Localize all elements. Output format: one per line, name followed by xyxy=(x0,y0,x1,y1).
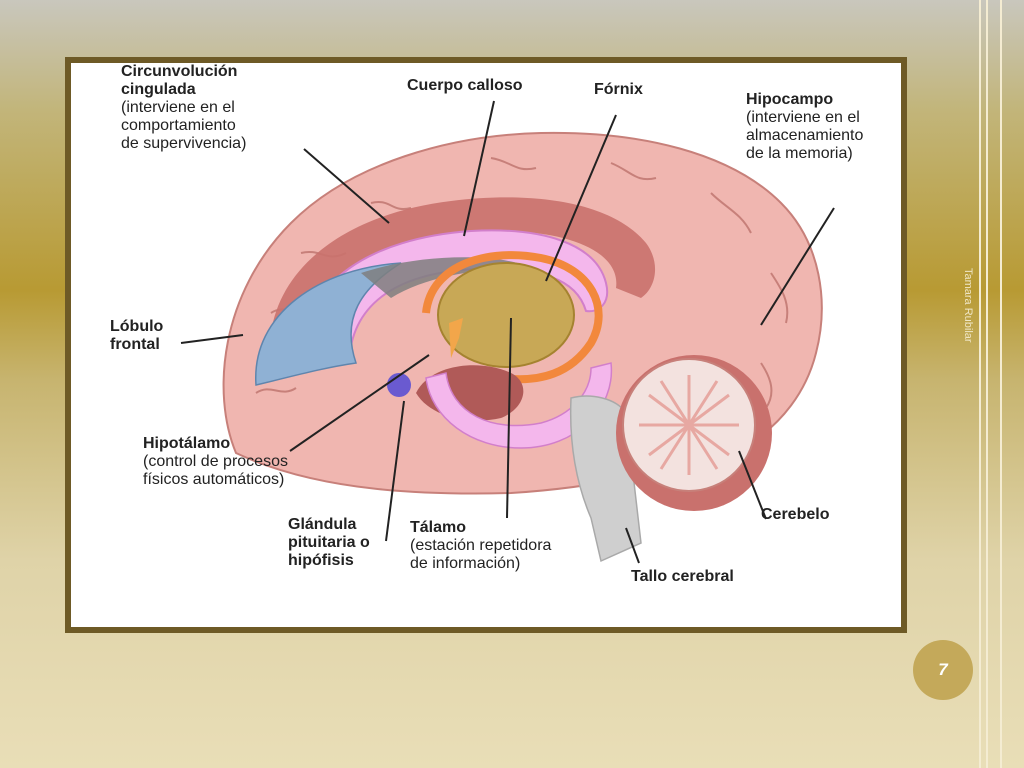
cingulate-gyrus xyxy=(271,197,656,333)
thalamus xyxy=(437,262,575,368)
thalamus-desc-1: (estación repetidora xyxy=(410,537,552,554)
thalamus-title: Tálamo xyxy=(410,519,467,536)
label-pituitary: Glándula pituitaria o hipófisis xyxy=(288,516,370,570)
diagram-frame: Circunvolución cingulada (interviene en … xyxy=(65,57,907,633)
cingulate-desc-3: de supervivencia) xyxy=(121,135,247,152)
label-frontal-lobe: Lóbulo frontal xyxy=(110,318,163,354)
author-watermark: Tamara Rubilar xyxy=(962,268,974,343)
label-cingulate: Circunvolución cingulada (interviene en … xyxy=(121,63,246,153)
mammillary xyxy=(449,318,463,358)
cingulate-title-1: Circunvolución xyxy=(121,63,238,80)
brain-illustration xyxy=(180,100,835,564)
cingulate-title-2: cingulada xyxy=(121,81,196,98)
side-rail-2 xyxy=(986,0,988,768)
pituitary-title-1: Glándula xyxy=(288,516,357,533)
hippocampus-desc-3: de la memoria) xyxy=(746,145,853,162)
frontal-lobe-title-2: frontal xyxy=(110,336,160,353)
cerebellum-folia xyxy=(639,375,739,475)
leader-lines xyxy=(180,100,835,564)
cingulate-desc-2: comportamiento xyxy=(121,117,236,134)
label-fornix: Fórnix xyxy=(594,81,643,99)
lateral-ventricle xyxy=(255,262,402,386)
side-rail-3 xyxy=(1000,0,1002,768)
corpus-callosum-title: Cuerpo calloso xyxy=(407,77,523,94)
cerebellum-title: Cerebelo xyxy=(761,506,830,523)
label-hippocampus: Hipocampo (interviene en el almacenamien… xyxy=(746,91,863,163)
hippocampus-desc-2: almacenamiento xyxy=(746,127,864,144)
frontal-lobe-title-1: Lóbulo xyxy=(110,318,164,335)
label-hypothalamus: Hipotálamo (control de procesos físicos … xyxy=(143,435,288,489)
label-corpus-callosum: Cuerpo calloso xyxy=(407,77,523,95)
pituitary-title-2: pituitaria o xyxy=(288,534,370,551)
fornix-arc xyxy=(422,251,603,384)
thalamus-desc-2: de información) xyxy=(410,555,521,572)
temporal-ventricle xyxy=(425,362,613,449)
label-thalamus: Tálamo (estación repetidora de informaci… xyxy=(410,519,551,573)
label-cerebellum: Cerebelo xyxy=(761,506,829,524)
brainstem-title: Tallo cerebral xyxy=(631,568,734,585)
hypothalamus-title: Hipotálamo xyxy=(143,435,231,452)
pituitary-title-3: hipófisis xyxy=(288,552,354,569)
hypothalamus-desc-1: (control de procesos xyxy=(143,453,288,470)
hypothalamus-desc-2: físicos automáticos) xyxy=(143,471,285,488)
hippocampus-title: Hipocampo xyxy=(746,91,834,108)
cingulate-desc-1: (interviene en el xyxy=(121,99,235,116)
label-brainstem: Tallo cerebral xyxy=(631,568,734,586)
page-number-badge: 7 xyxy=(913,640,973,700)
fornix-title: Fórnix xyxy=(594,81,643,98)
hippocampus-desc-1: (interviene en el xyxy=(746,109,860,126)
side-rail-1 xyxy=(979,0,981,768)
